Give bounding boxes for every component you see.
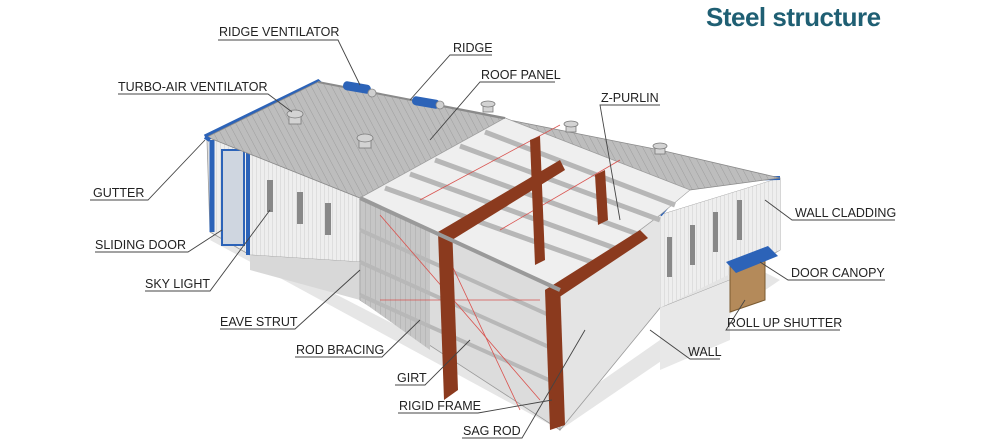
rigid-frame [545,230,648,298]
label-ridge: RIDGE [453,41,493,55]
turbo-air-ventilators [286,100,668,155]
page-title: Steel structure [706,2,881,32]
z-purlin [459,143,661,223]
ridge-ventilator-icon [342,81,371,94]
leader-wall-cladding [764,199,895,221]
eave-strut [359,196,561,292]
rigid-frame [438,225,458,400]
sky-light-window [267,180,273,212]
label-eave-strut: EAVE STRUT [220,315,298,329]
rod-bracing [379,214,541,401]
leader-sky-light [145,209,271,292]
left-wall-lower-panel [250,255,360,300]
z-purlin [384,185,601,268]
label-wall-cladding: WALL CLADDING [795,206,897,220]
turbo-ventilator-icon [563,120,579,133]
ridge-ventilator-cap [435,100,445,110]
rigid-frames [438,136,648,430]
rigid-frame [530,136,545,265]
ridge-ventilator-cap [367,88,377,98]
label-door-canopy: DOOR CANOPY [791,266,885,280]
leader-lines [90,39,895,439]
label-sky-light: SKY LIGHT [145,277,211,291]
leader-ridge-ventilator [218,39,361,86]
label-roll-up-shutter: ROLL UP SHUTTER [727,316,843,330]
z-purlin [484,129,676,208]
leader-gutter [90,139,206,201]
leader-turbo-air-ventilator [118,93,293,113]
leader-rigid-frame [398,399,553,414]
wall-window [713,212,718,252]
leader-girt [395,339,471,386]
turbo-ventilator-icon [356,133,374,149]
label-rod-bracing: ROD BRACING [296,343,385,357]
sky-light-window [325,203,331,235]
label-sag-rod: SAG ROD [463,424,521,438]
leader-eave-strut [220,269,361,330]
turbo-ventilator-icon [286,109,304,125]
lower-wall [660,280,730,370]
gutter [203,135,212,142]
leader-sag-rod [462,329,586,439]
label-rigid-frame: RIGID FRAME [399,399,481,413]
turbo-ventilator-icon [652,142,668,155]
label-roof-panel: ROOF PANEL [481,68,561,82]
wall-window [690,225,695,265]
ridge-ventilators [342,81,445,110]
sliding-door [221,149,245,246]
turbo-ventilator-icon [480,100,496,113]
sag-rod [499,159,621,231]
rigid-frame [545,282,565,430]
label-z-purlin: Z-PURLIN [601,91,659,105]
label-girt: GIRT [397,371,427,385]
wall-window [667,237,672,277]
ground-shadow [210,232,780,430]
leader-z-purlin [599,104,660,221]
leader-door-canopy [759,261,885,281]
girt-line [359,228,561,322]
label-ridge-ventilator: RIDGE VENTILATOR [219,25,340,39]
front-side-cladding [360,195,430,350]
ridge-ventilator-icon [411,96,440,109]
sky-light-window [297,192,303,224]
label-turbo-air-ventilator: TURBO-AIR VENTILATOR [118,80,268,94]
leader-roof-panel [429,81,555,141]
leader-rod-bracing [295,319,421,358]
leader-wall [649,329,720,360]
rigid-frame [595,170,608,225]
leader-roll-up-shutter [725,299,840,331]
door-canopy [726,246,778,273]
label-gutter: GUTTER [93,186,145,200]
leader-sliding-door [95,229,223,253]
wall-window [737,200,742,240]
girt-line [359,293,561,387]
wall-cladding [660,178,780,308]
leader-ridge [409,54,492,101]
label-sliding-door: SLIDING DOOR [95,238,186,252]
label-wall: WALL [688,345,722,359]
